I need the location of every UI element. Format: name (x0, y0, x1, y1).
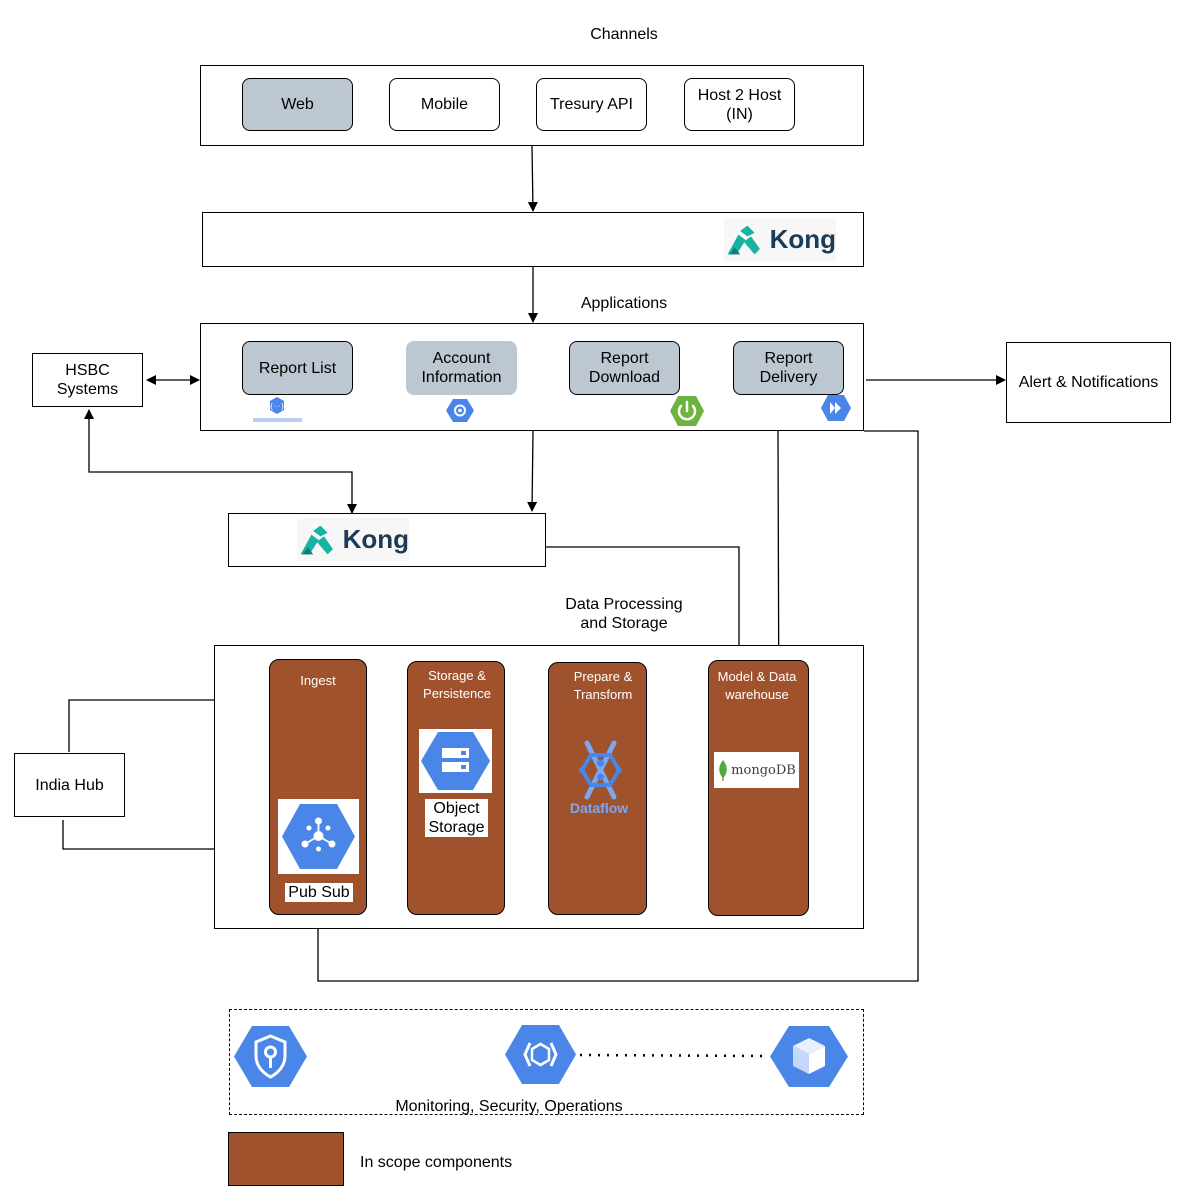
mongodb-leaf-icon (719, 760, 727, 781)
arrow-india-to-pubsub (62, 820, 273, 854)
app-report-delivery[interactable]: Report Delivery (733, 341, 844, 395)
monitoring-label: Monitoring, Security, Operations (395, 1098, 623, 1115)
compute-engine-icon (768, 1023, 850, 1090)
applications-title: Applications (580, 295, 668, 312)
arrow-hsbc-kong2 (84, 409, 357, 514)
column-storage-title: Storage & Persistence (423, 668, 491, 701)
column-model-title: Model & Data warehouse (717, 669, 797, 702)
column-ingest (269, 659, 367, 915)
app-engine-icon (445, 397, 475, 424)
kong-icon (300, 525, 333, 554)
legend-swatch (228, 1132, 344, 1186)
svg-text:{···}: {···} (269, 403, 285, 411)
kong-logo-mid: Kong (297, 518, 409, 561)
dataflow-label: Dataflow (569, 800, 629, 816)
dataflow-icon (573, 739, 628, 801)
column-ingest-title: Ingest (300, 673, 336, 688)
kong-icon (727, 225, 760, 254)
security-key-icon (233, 1023, 308, 1090)
channel-host2host[interactable]: Host 2 Host (IN) (684, 78, 795, 131)
cloud-run-icon (820, 394, 852, 422)
mongodb-logo: mongoDB (714, 752, 799, 788)
legend-label: In scope components (360, 1154, 513, 1171)
pubsub-icon (278, 799, 359, 874)
app-report-download[interactable]: Report Download (569, 341, 680, 395)
column-prepare-title: Prepare & Transform (573, 669, 633, 702)
google-cloud-functions-icon: {···} (250, 396, 305, 426)
hsbc-systems[interactable]: HSBC Systems (32, 353, 143, 407)
column-model-warehouse (708, 660, 809, 916)
arrow-channels-to-kong (527, 145, 538, 212)
column-prepare (548, 662, 647, 915)
pubsub-label: Pub Sub (285, 883, 353, 902)
operations-icon (504, 1022, 577, 1087)
app-report-list[interactable]: Report List (242, 341, 353, 395)
channel-mobile[interactable]: Mobile (389, 78, 500, 131)
object-storage-label: Object Storage (425, 799, 488, 837)
data-processing-title: Data Processing and Storage (565, 596, 683, 632)
arrow-apps-to-pubsub (313, 430, 919, 982)
channels-title: Channels (590, 26, 658, 43)
monitoring-container (229, 1009, 864, 1115)
channel-tresury-api[interactable]: Tresury API (536, 78, 647, 131)
object-storage-icon (419, 729, 492, 793)
arrow-apps-to-kong2 (527, 430, 538, 512)
kong-logo-top: Kong (724, 218, 836, 261)
spring-power-icon (669, 394, 705, 428)
india-hub[interactable]: India Hub (14, 753, 125, 817)
app-account-information[interactable]: Account Information (406, 341, 517, 395)
channel-web[interactable]: Web (242, 78, 353, 131)
alert-notifications[interactable]: Alert & Notifications (1006, 342, 1171, 423)
